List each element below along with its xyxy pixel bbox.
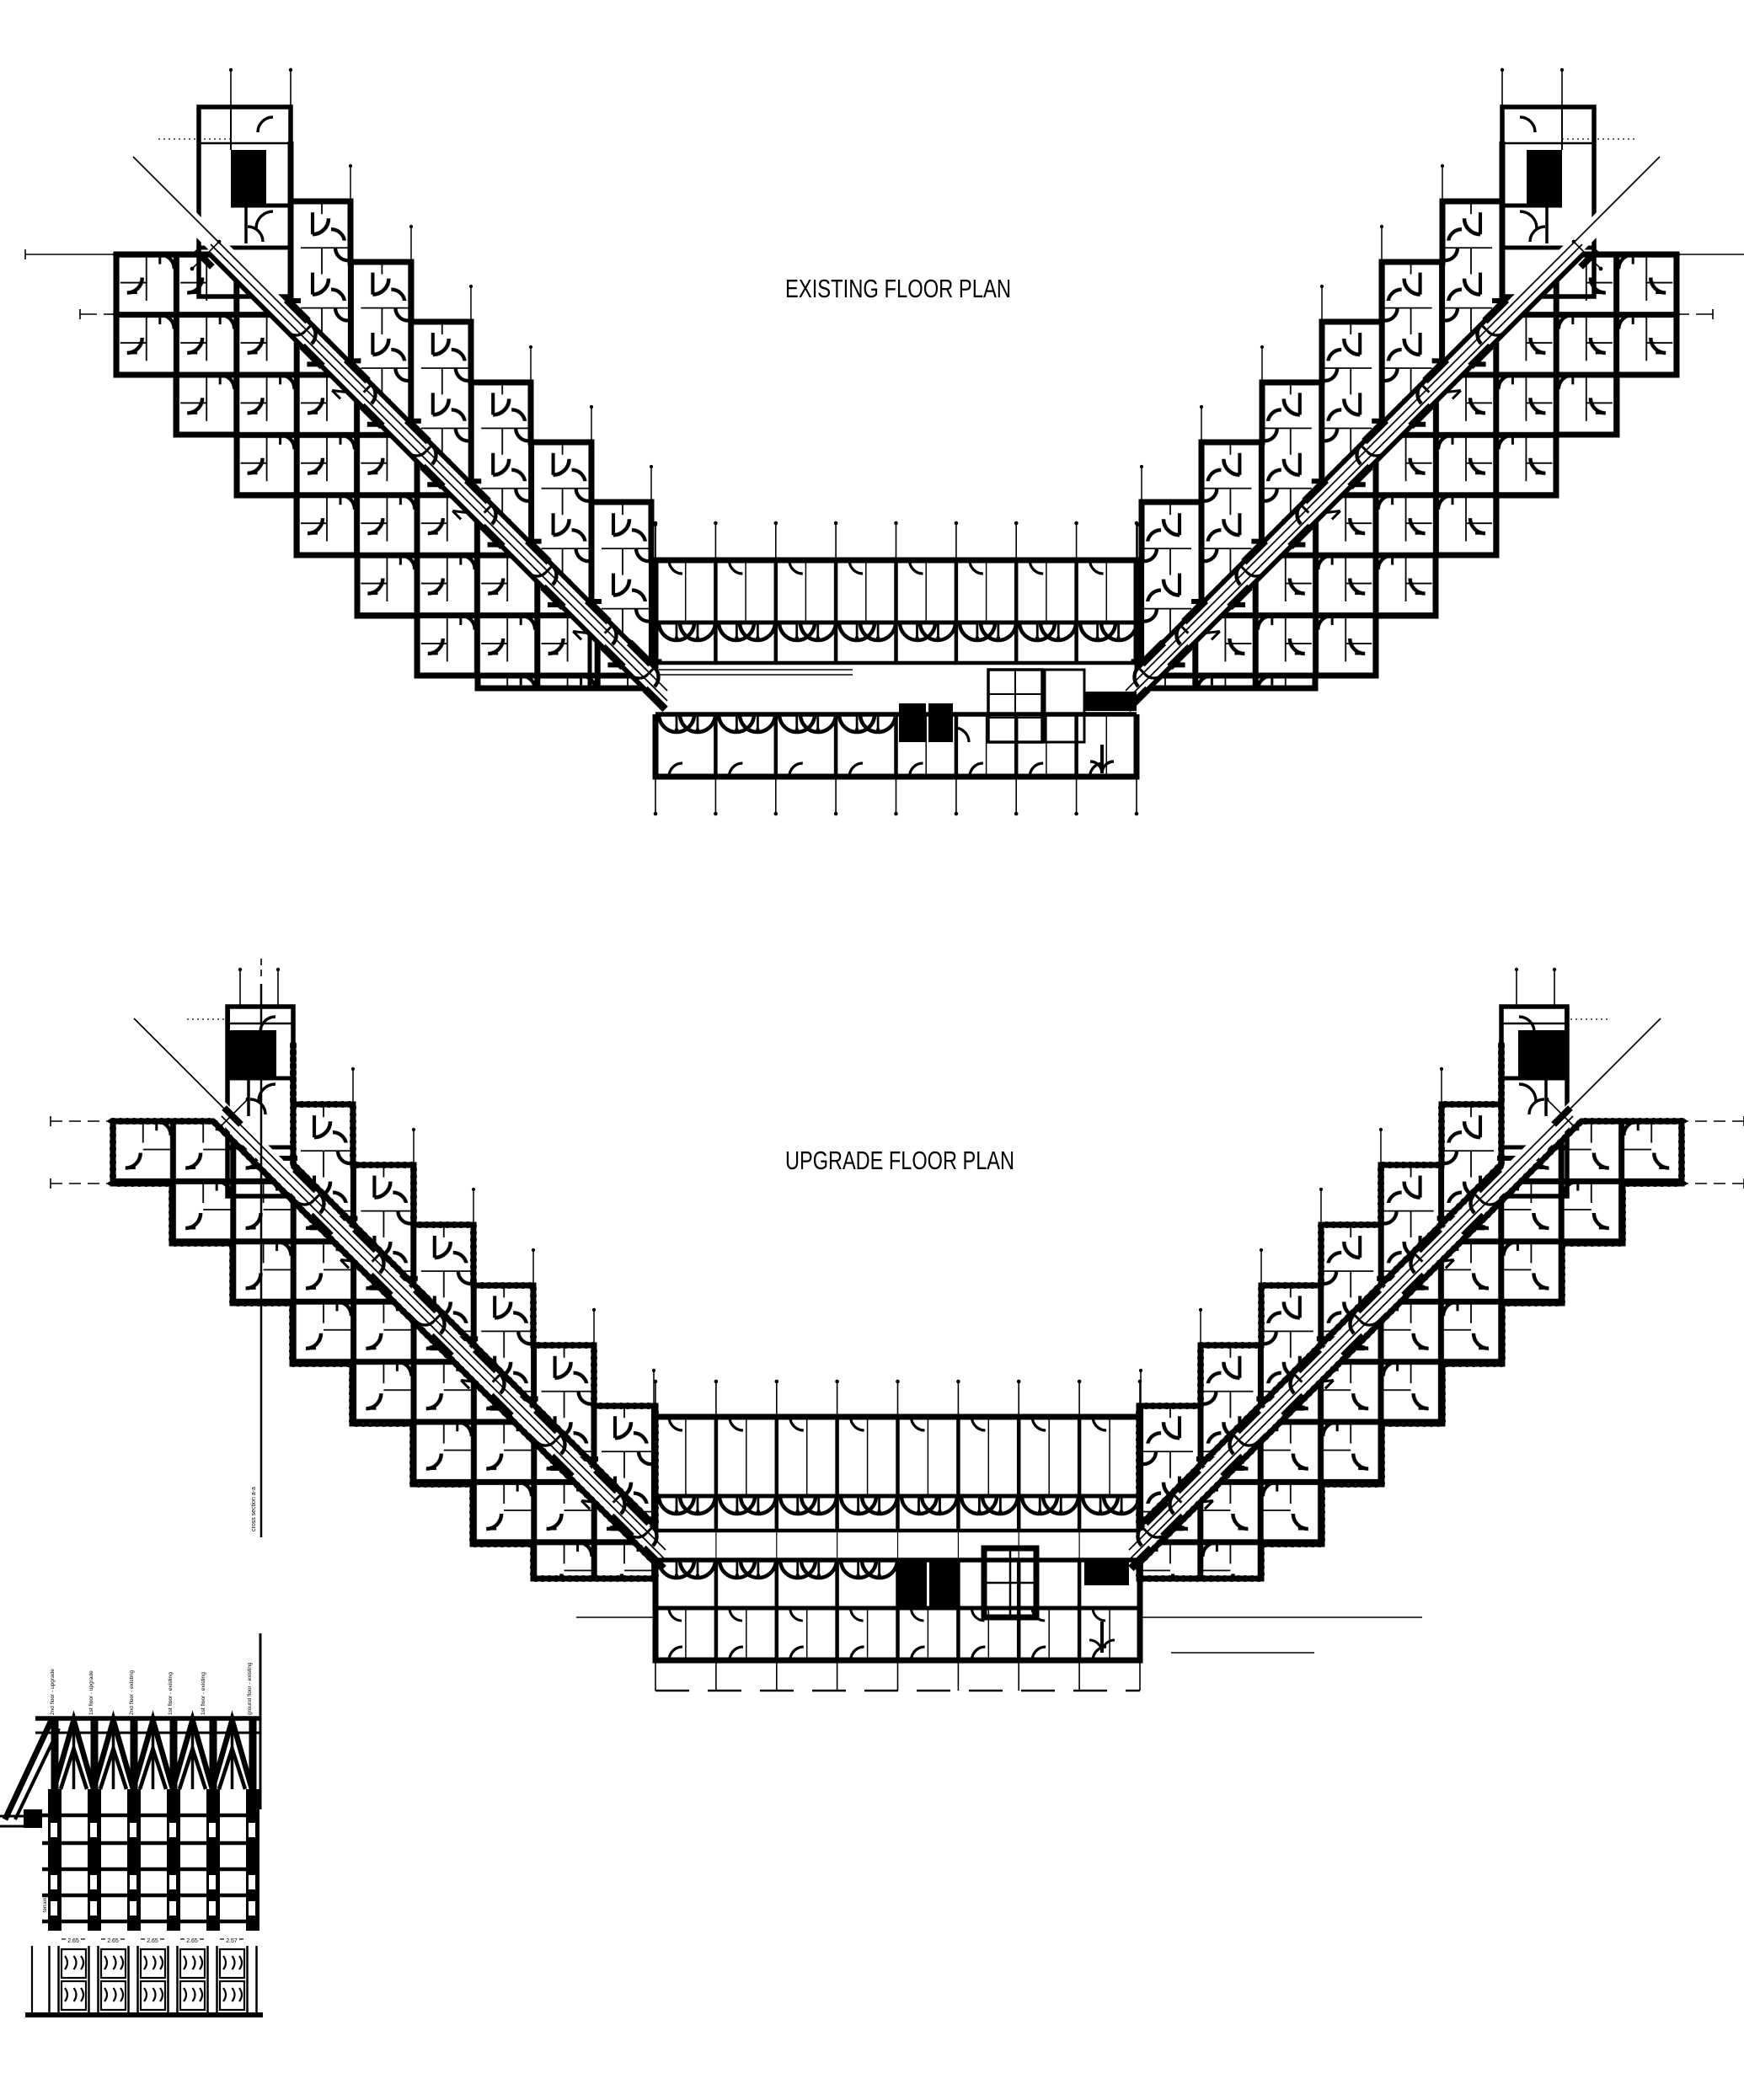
svg-text:2.65: 2.65 [107,1938,119,1944]
svg-text:ground floor - existing: ground floor - existing [247,1662,253,1715]
svg-text:terrain: terrain [43,1898,48,1912]
svg-text:1st floor - existing: 1st floor - existing [168,1672,174,1715]
svg-text:cross section a-a: cross section a-a [251,1487,257,1531]
svg-text:2.57: 2.57 [226,1938,238,1944]
svg-text:2.65: 2.65 [186,1938,198,1944]
svg-text:1st floor - upgrade: 1st floor - upgrade [88,1670,94,1715]
svg-text:UPGRADE FLOOR PLAN: UPGRADE FLOOR PLAN [785,1146,1014,1175]
svg-text:2nd floor - upgrade: 2nd floor - upgrade [50,1669,56,1715]
svg-text:1st floor - existing: 1st floor - existing [201,1672,206,1715]
svg-text:2.65: 2.65 [67,1938,79,1944]
svg-text:EXISTING FLOOR PLAN: EXISTING FLOOR PLAN [785,274,1011,303]
svg-text:2nd floor - existing: 2nd floor - existing [129,1670,135,1715]
svg-text:2.65: 2.65 [147,1938,158,1944]
